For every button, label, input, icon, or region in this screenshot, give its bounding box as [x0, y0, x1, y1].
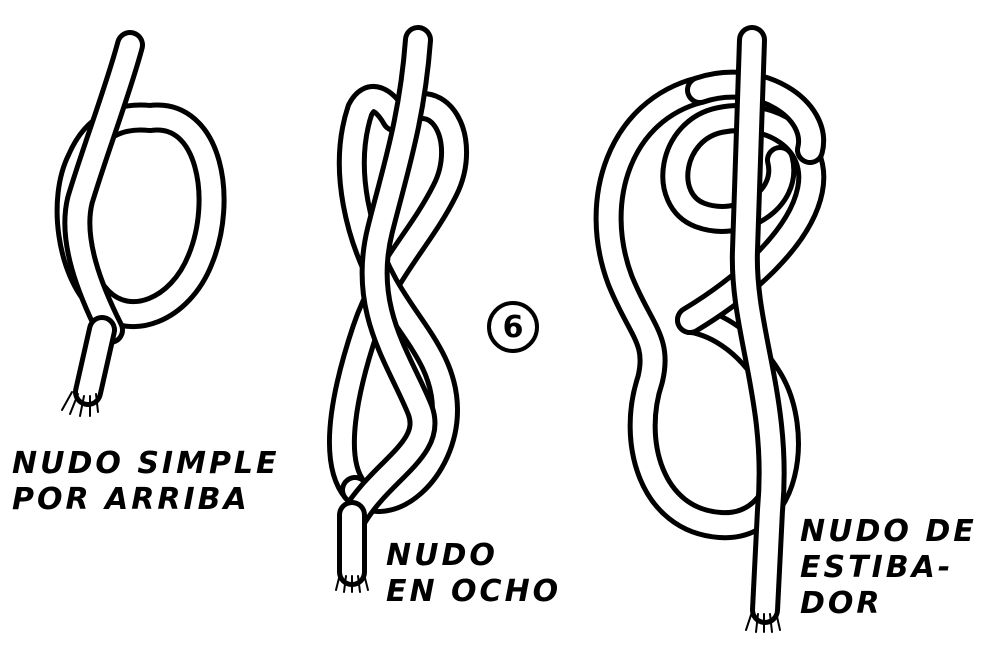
figure-eight-knot-label: NUDO EN OCHO [386, 538, 561, 610]
overhand-knot-drawing [54, 30, 227, 417]
figure-number-badge: 6 [487, 301, 539, 353]
stevedore-knot-label: NUDO DE ESTIBA- DOR [800, 514, 977, 622]
figure-eight-label-line-1: NUDO [386, 538, 498, 573]
figure-eight-label-line-2: EN OCHO [386, 574, 562, 609]
stevedore-label-line-1: NUDO DE [800, 514, 977, 549]
stevedore-label-line-3: DOR [800, 586, 883, 621]
overhand-knot-label: NUDO SIMPLE POR ARRIBA [12, 446, 280, 518]
overhand-label-line-1: NUDO SIMPLE [12, 446, 280, 481]
stevedore-knot-drawing [593, 25, 827, 633]
stevedore-label-line-2: ESTIBA- [800, 550, 954, 585]
overhand-label-line-2: POR ARRIBA [12, 482, 250, 517]
figure-number: 6 [502, 309, 524, 345]
figure-eight-knot-drawing [326, 25, 469, 593]
